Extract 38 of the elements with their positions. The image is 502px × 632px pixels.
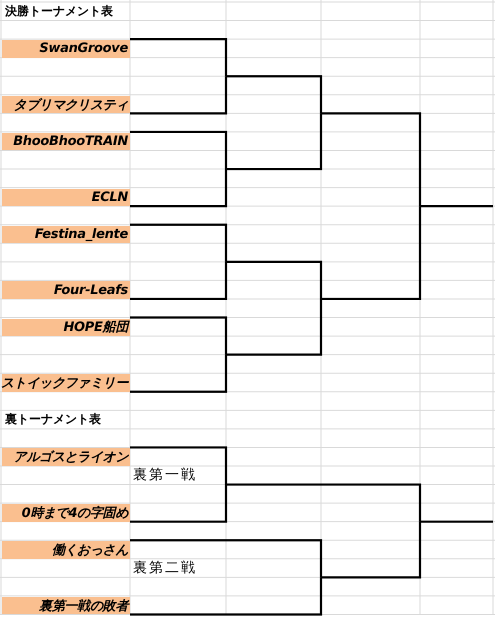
section-heading: 裏トーナメント表: [5, 411, 101, 428]
bracket-line: [226, 75, 322, 114]
bracket-line: [226, 298, 322, 356]
team-name-cell: HOPE船団: [2, 318, 130, 336]
bracket-line: [130, 76, 228, 114]
bracket-line: [420, 205, 493, 208]
bracket-line: [130, 484, 228, 523]
team-name-cell: Festina_lente: [2, 226, 130, 244]
bracket-line: [420, 520, 493, 523]
bracket-line: [130, 446, 228, 485]
bracket-line: [130, 262, 228, 300]
team-name-cell: ストイックファミリー: [2, 374, 130, 392]
bracket-line: [130, 539, 322, 578]
bracket-line: [130, 169, 228, 208]
bracket-line: [226, 260, 322, 299]
team-name-cell: タブリマクリスティ: [2, 96, 130, 114]
team-name-cell: BhooBhooTRAIN: [2, 132, 130, 150]
bracket-line: [321, 206, 422, 300]
bracket-line: [226, 113, 322, 170]
bracket-line: [226, 483, 422, 522]
match-label: 裏第一戦: [133, 467, 197, 484]
bracket-line: [130, 38, 228, 76]
team-name-cell: ECLN: [2, 188, 130, 206]
bracket-line: [130, 316, 228, 355]
team-name-cell: 働くおっさん: [2, 541, 130, 559]
team-name-cell: 裏第一戦の敗者: [2, 596, 130, 614]
team-name-cell: Four-Leafs: [2, 281, 130, 299]
team-name-cell: アルゴスとライオン: [2, 448, 130, 466]
match-label: 裏第二戦: [133, 560, 197, 576]
bracket-line: [130, 354, 228, 393]
sheet-heading: 決勝トーナメント表: [5, 3, 113, 20]
bracket-line: [130, 130, 228, 170]
team-name-cell: 0時まで4の字固め: [2, 504, 130, 522]
bracket-line: [130, 224, 228, 262]
bracket-line: [321, 522, 422, 578]
bracket-line: [321, 112, 422, 206]
team-name-cell: SwanGroove: [2, 40, 130, 58]
bracket-line: [130, 577, 322, 616]
